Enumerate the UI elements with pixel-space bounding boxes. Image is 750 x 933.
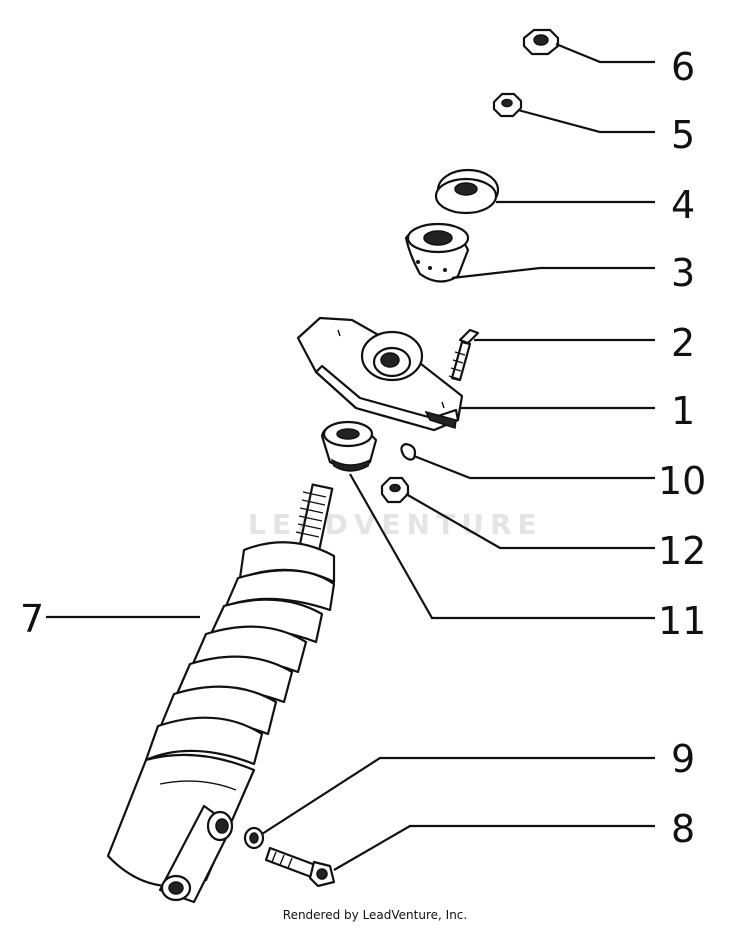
callout-1: 1 xyxy=(671,389,695,433)
part-12-nut[interactable] xyxy=(380,476,410,504)
watermark: LEADVENTURE xyxy=(248,508,543,541)
part-10-clip[interactable] xyxy=(400,442,417,461)
callout-12: 12 xyxy=(658,529,706,573)
part-1-bracket[interactable] xyxy=(296,316,464,432)
callout-6: 6 xyxy=(671,45,695,89)
part-2-bolt[interactable] xyxy=(448,328,480,382)
callout-7: 7 xyxy=(20,597,44,641)
part-7-shock-absorber[interactable] xyxy=(106,483,336,904)
callout-8: 8 xyxy=(671,807,695,851)
part-5-nut[interactable] xyxy=(492,92,523,118)
part-11-bushing[interactable] xyxy=(320,420,378,472)
callout-2: 2 xyxy=(671,321,695,365)
leader-lines xyxy=(46,42,655,871)
part-4-washer[interactable] xyxy=(434,168,500,215)
callout-3: 3 xyxy=(671,251,695,295)
callout-9: 9 xyxy=(671,737,695,781)
part-8-bolt[interactable] xyxy=(264,846,336,888)
part-6-nut[interactable] xyxy=(522,28,560,56)
part-3-bushing[interactable] xyxy=(404,222,470,283)
callout-5: 5 xyxy=(671,113,695,157)
callout-11: 11 xyxy=(658,599,706,643)
render-credit: Rendered by LeadVenture, Inc. xyxy=(282,908,468,922)
callout-4: 4 xyxy=(671,183,695,227)
callout-10: 10 xyxy=(658,459,706,503)
part-9-washer[interactable] xyxy=(243,826,265,850)
